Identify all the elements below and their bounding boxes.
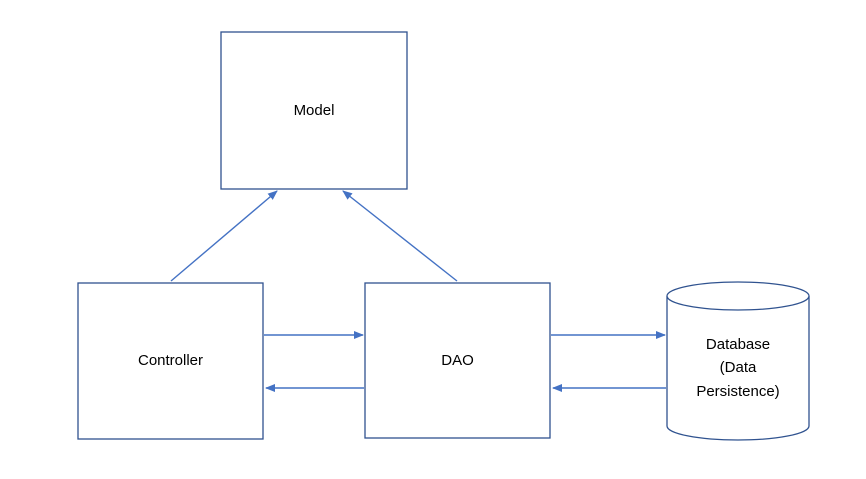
database-cylinder-top <box>666 281 810 311</box>
edge-controller-to-model-arrow <box>170 190 278 282</box>
edge-dao-to-model-arrow <box>342 190 458 282</box>
controller-box <box>77 282 264 440</box>
database-cylinder-body <box>666 296 810 441</box>
model-box <box>220 31 408 190</box>
dao-box <box>364 282 551 439</box>
